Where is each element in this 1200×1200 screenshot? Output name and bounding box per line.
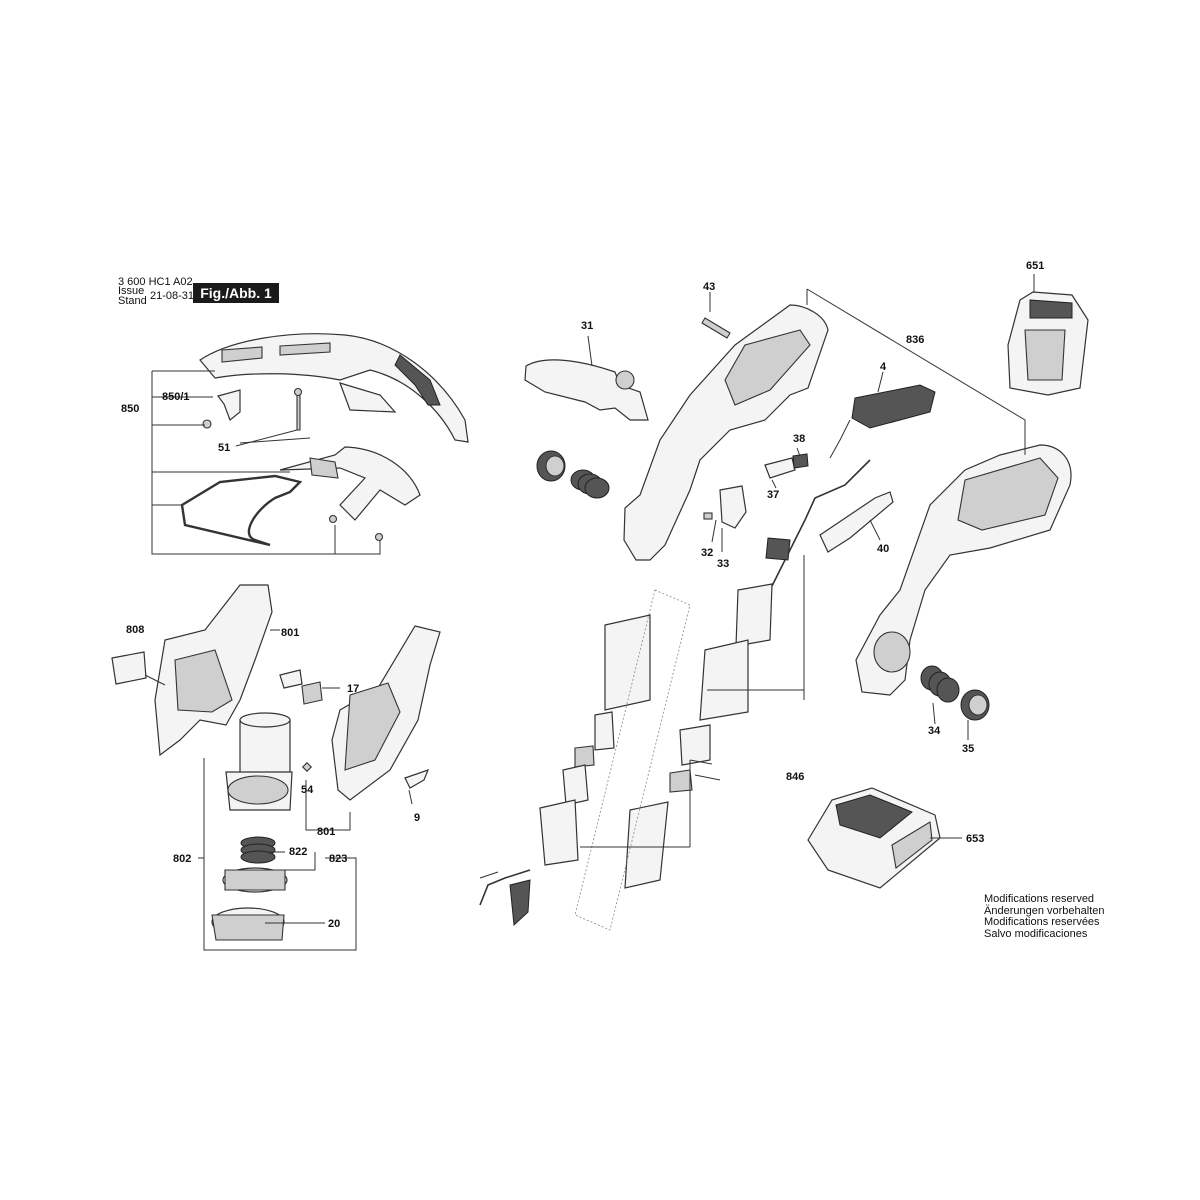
knob-part [960, 689, 990, 721]
motor-cover-part [331, 625, 441, 801]
tube-connector-part [699, 583, 773, 721]
motor-connector-part [479, 869, 531, 927]
battery-part [1007, 291, 1089, 396]
guard-cover-part [199, 333, 469, 443]
trigger-part [819, 491, 894, 553]
modifications-notice: Modifications reserved Änderungen vorbeh… [984, 893, 1105, 940]
label-sticker-part [111, 651, 147, 685]
callout-801a: 801 [281, 627, 299, 639]
tube-lower-part [539, 799, 669, 889]
switch-module-part [829, 384, 936, 459]
callout-850: 850 [121, 403, 139, 415]
callout-38: 38 [793, 433, 805, 445]
callout-17: 17 [347, 683, 359, 695]
screw-part [328, 514, 338, 524]
callout-823: 823 [329, 853, 347, 865]
callout-34: 34 [928, 725, 941, 737]
callout-31: 31 [581, 320, 593, 332]
modifications-line-es: Salvo modificaciones [984, 927, 1088, 940]
modifications-line-en: Modifications reserved [984, 893, 1095, 905]
modifications-line-fr: Modifications reservées [984, 916, 1100, 928]
spool-cap-part [211, 907, 285, 941]
callout-822: 822 [289, 846, 307, 858]
switch-part [279, 669, 323, 705]
guard-clip-part [202, 389, 241, 429]
callout-651: 651 [1026, 260, 1044, 272]
tube-upper-part [604, 614, 651, 711]
issue-label: Issue [118, 285, 145, 297]
auxiliary-handle-part [524, 359, 649, 421]
main-handle-part [855, 444, 1072, 696]
callout-653: 653 [966, 833, 984, 845]
handle-upper-part [623, 304, 829, 561]
gear-part [536, 450, 566, 482]
callout-35: 35 [962, 743, 974, 755]
screw-part [293, 387, 303, 431]
modifications-line-de: Änderungen vorbehalten [984, 904, 1105, 917]
spring-part [570, 469, 610, 499]
coupling-part [562, 711, 711, 806]
callout-43: 43 [703, 281, 715, 293]
charger-part [807, 787, 941, 889]
callout-32: 32 [701, 547, 713, 559]
spool-part [222, 867, 288, 893]
callout-40: 40 [877, 543, 889, 555]
latch-part [719, 485, 747, 529]
issue-date: 21-08-31 [150, 290, 195, 302]
callout-846: 846 [786, 771, 804, 783]
callout-54: 54 [301, 784, 314, 796]
stand-label: Stand [118, 295, 147, 307]
motor-part [225, 712, 293, 811]
callout-850-1: 850/1 [162, 391, 190, 403]
callout-20: 20 [328, 918, 340, 930]
document-number: 3 600 HC1 A02 [118, 276, 193, 288]
callout-37: 37 [767, 489, 779, 501]
spring-part [920, 665, 960, 703]
spring-part [792, 453, 809, 469]
callout-4: 4 [880, 361, 887, 373]
callout-51: 51 [218, 442, 230, 454]
callout-33: 33 [717, 558, 729, 570]
guard-lower-part [279, 446, 421, 521]
handle-bolt-part [701, 317, 731, 339]
callout-9: 9 [414, 812, 420, 824]
callout-808: 808 [126, 624, 144, 636]
figure-label: Fig./Abb. 1 [193, 283, 279, 303]
guard-wire-loop-part [180, 474, 303, 547]
gasket-part [404, 769, 430, 789]
spring-part [240, 836, 276, 864]
pin-part [703, 512, 713, 520]
callout-801b: 801 [317, 826, 335, 838]
callout-802: 802 [173, 853, 191, 865]
screw-part [374, 532, 384, 542]
lever-part [764, 457, 796, 479]
small-part [301, 761, 313, 773]
motor-housing-part [154, 584, 273, 757]
callout-836: 836 [906, 334, 924, 346]
